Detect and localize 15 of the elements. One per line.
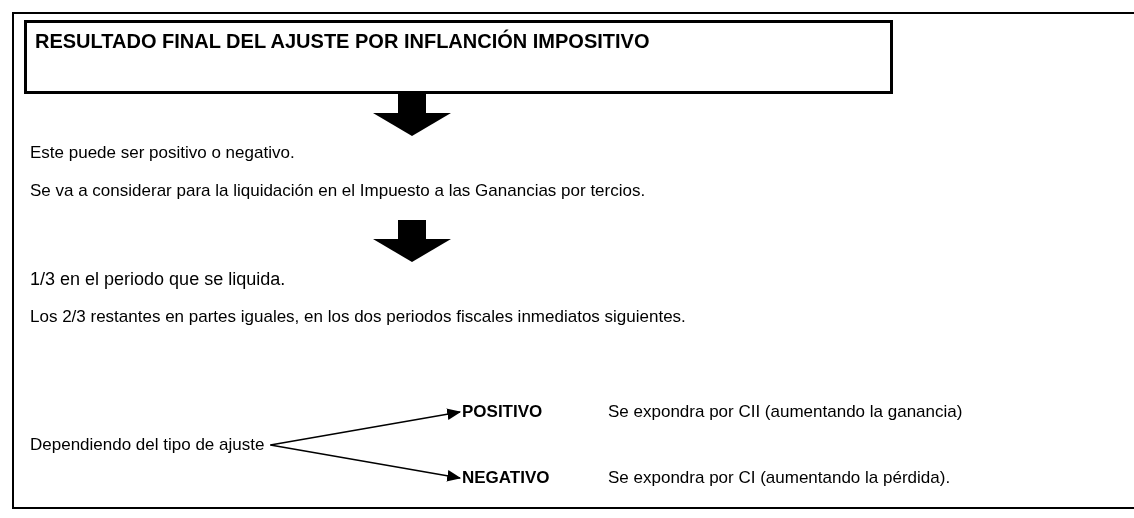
text-label: Dependiendo del tipo de ajuste [30, 434, 265, 456]
block-arrow [373, 94, 451, 136]
text-line: Se va a considerar para la liquidación en el Impuesto a las Ganancias por tercios. [30, 180, 646, 202]
branch-description: Se expondra por CI (aumentando la pérdida). [608, 467, 951, 489]
title-box [24, 20, 893, 94]
title-text: RESULTADO FINAL DEL AJUSTE POR INFLANCIÓN IMPOSITIVO [35, 29, 651, 53]
branch-label: POSITIVO [462, 401, 544, 423]
arrow [269, 408, 462, 446]
branch-label: NEGATIVO [462, 467, 551, 489]
arrow [269, 444, 462, 482]
text-line: Los 2/3 restantes en partes iguales, en los dos periodos fiscales inmediatos siguientes. [30, 306, 686, 328]
text-line: Este puede ser positivo o negativo. [30, 142, 295, 164]
branch-description: Se expondra por CII (aumentando la ganancia) [608, 401, 963, 423]
block-arrow [373, 220, 451, 262]
text-line: 1/3 en el periodo que se liquida. [30, 268, 286, 290]
